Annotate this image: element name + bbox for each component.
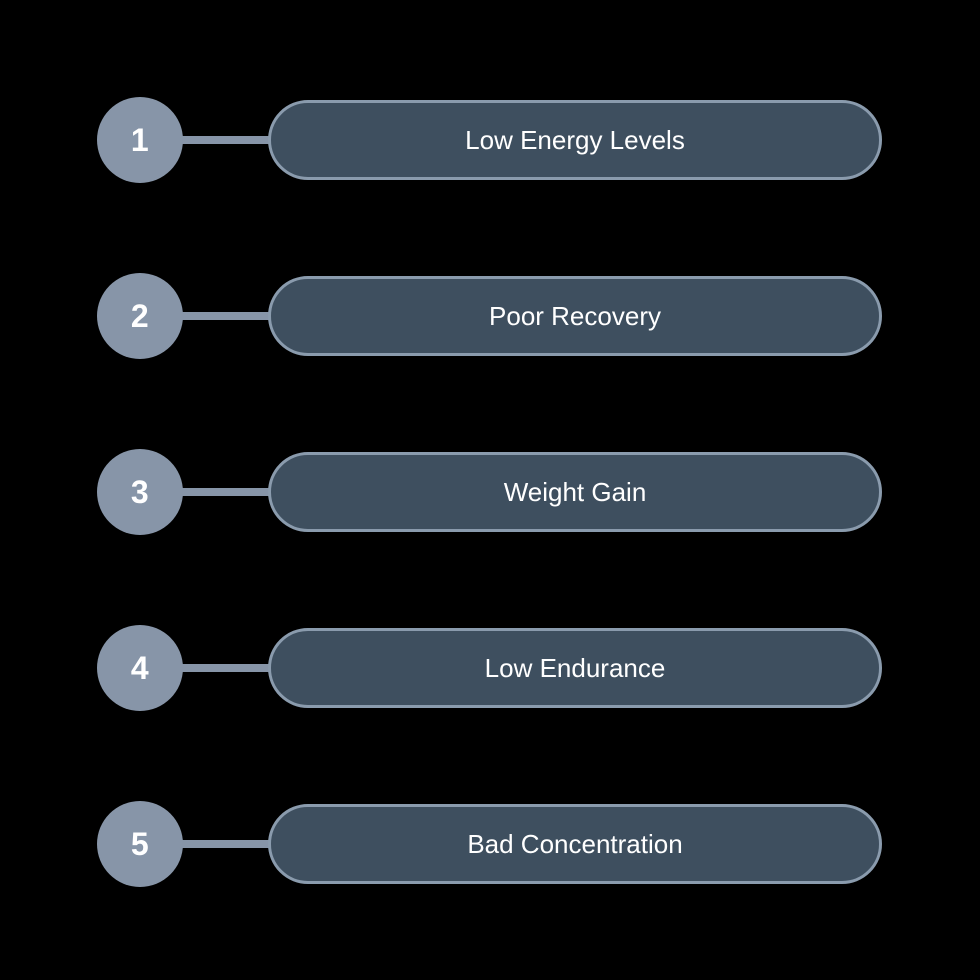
step-label-pill[interactable]: Low Energy Levels xyxy=(268,100,882,180)
step-number-badge[interactable]: 1 xyxy=(97,97,183,183)
step-row: 2 Poor Recovery xyxy=(0,268,980,364)
step-row: 1 Low Energy Levels xyxy=(0,92,980,188)
step-connector-line xyxy=(176,136,276,144)
step-row: 4 Low Endurance xyxy=(0,620,980,716)
step-number-badge[interactable]: 2 xyxy=(97,273,183,359)
step-number-badge[interactable]: 4 xyxy=(97,625,183,711)
step-label-pill[interactable]: Bad Concentration xyxy=(268,804,882,884)
step-label-text: Bad Concentration xyxy=(467,828,683,859)
step-label-pill[interactable]: Poor Recovery xyxy=(268,276,882,356)
step-number-label: 5 xyxy=(130,826,150,862)
step-connector-line xyxy=(176,840,276,848)
step-connector-line xyxy=(176,488,276,496)
step-label-text: Weight Gain xyxy=(503,476,647,507)
step-number-label: 3 xyxy=(130,474,150,510)
step-row: 5 Bad Concentration xyxy=(0,796,980,892)
step-label-text: Low Energy Levels xyxy=(465,124,685,155)
step-number-badge[interactable]: 5 xyxy=(97,801,183,887)
step-connector-line xyxy=(176,312,276,320)
step-connector-line xyxy=(176,664,276,672)
step-label-text: Poor Recovery xyxy=(489,300,661,331)
step-number-label: 1 xyxy=(130,122,150,158)
step-label-text: Low Endurance xyxy=(484,652,666,683)
step-number-label: 4 xyxy=(130,650,150,686)
step-number-label: 2 xyxy=(130,298,150,334)
step-label-pill[interactable]: Low Endurance xyxy=(268,628,882,708)
step-label-pill[interactable]: Weight Gain xyxy=(268,452,882,532)
step-number-badge[interactable]: 3 xyxy=(97,449,183,535)
step-row: 3 Weight Gain xyxy=(0,444,980,540)
